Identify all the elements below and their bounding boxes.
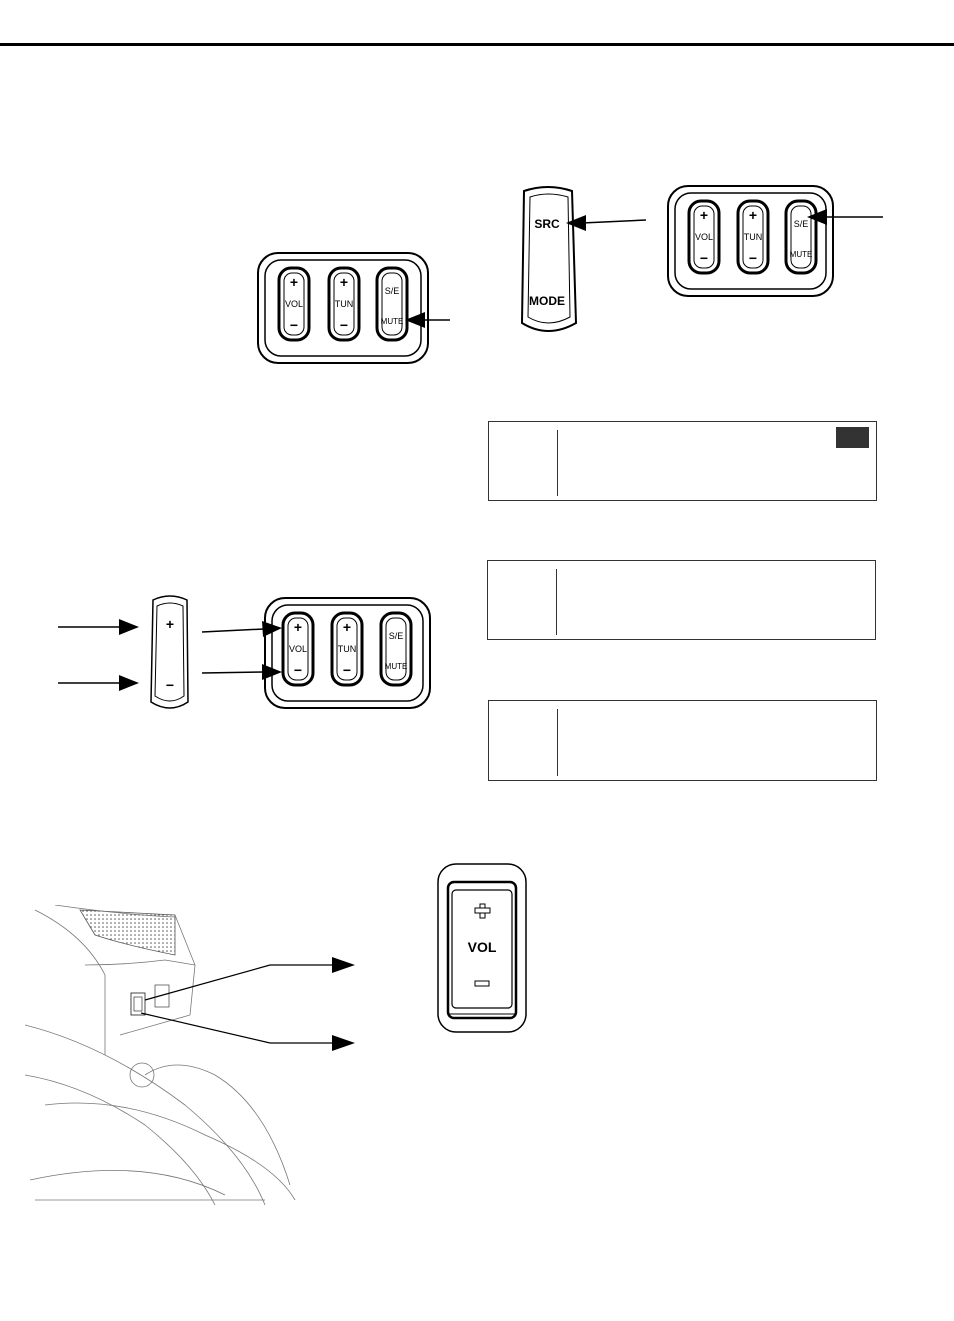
tun-minus-label: −: [749, 250, 757, 266]
tun-plus-label: +: [343, 619, 351, 635]
rocker-vol-label: VOL: [468, 939, 497, 955]
vol-plus-label: +: [290, 274, 298, 290]
vol-label: VOL: [289, 644, 307, 654]
arrow-icon: [119, 619, 139, 635]
vol-minus-label: −: [294, 662, 302, 678]
figure-fairing-switch: [25, 905, 355, 1205]
se-label: S/E: [385, 286, 400, 296]
grip-plus-label: +: [166, 616, 174, 632]
header-rule: [0, 43, 954, 46]
arrow-icon: [566, 215, 586, 231]
vol-label: VOL: [695, 232, 713, 242]
arrow-icon: [262, 621, 282, 637]
vol-plus-label: +: [294, 619, 302, 635]
tun-minus-label: −: [340, 317, 348, 333]
mute-label: MUTE: [790, 250, 813, 259]
tun-minus-label: −: [343, 662, 351, 678]
note-badge-icon: [836, 427, 869, 448]
mode-label: MODE: [529, 294, 565, 308]
note-box-2: [487, 560, 876, 640]
arrow-icon: [807, 209, 827, 225]
figure-grip-plus-minus: + −: [58, 595, 189, 709]
tun-label: TUN: [744, 232, 763, 242]
arrow-icon: [332, 1035, 355, 1051]
tun-label: TUN: [338, 644, 357, 654]
figure-control-pod-mute: + VOL − + TUN − S/E MUTE: [257, 252, 450, 364]
vol-minus-label: −: [290, 317, 298, 333]
note-divider: [556, 569, 558, 635]
note-divider: [557, 430, 559, 496]
vol-label: VOL: [285, 299, 303, 309]
figure-control-pod-vol: + VOL − + TUN − S/E MUTE: [201, 597, 431, 709]
tun-label: TUN: [335, 299, 354, 309]
se-label: S/E: [794, 219, 809, 229]
arrow-icon: [332, 957, 355, 973]
figure-control-pod-se: + VOL − + TUN − S/E MUTE: [667, 185, 883, 297]
plus-icon: [474, 903, 491, 919]
arrow-icon: [262, 664, 282, 680]
arrow-icon: [405, 312, 425, 328]
note-box-1: [488, 421, 877, 501]
note-box-3: [488, 700, 877, 781]
figure-grip-src-mode: SRC MODE: [520, 186, 647, 332]
src-label: SRC: [534, 217, 560, 231]
tun-plus-label: +: [340, 274, 348, 290]
tun-plus-label: +: [749, 207, 757, 223]
figure-vol-rocker: VOL: [437, 863, 527, 1033]
mute-label: MUTE: [381, 317, 404, 326]
vol-plus-label: +: [700, 207, 708, 223]
mute-label: MUTE: [385, 662, 408, 671]
note-divider: [557, 709, 559, 776]
se-label: S/E: [389, 631, 404, 641]
minus-icon: [474, 980, 490, 987]
vol-minus-label: −: [700, 250, 708, 266]
grip-minus-label: −: [166, 677, 174, 693]
arrow-icon: [119, 675, 139, 691]
